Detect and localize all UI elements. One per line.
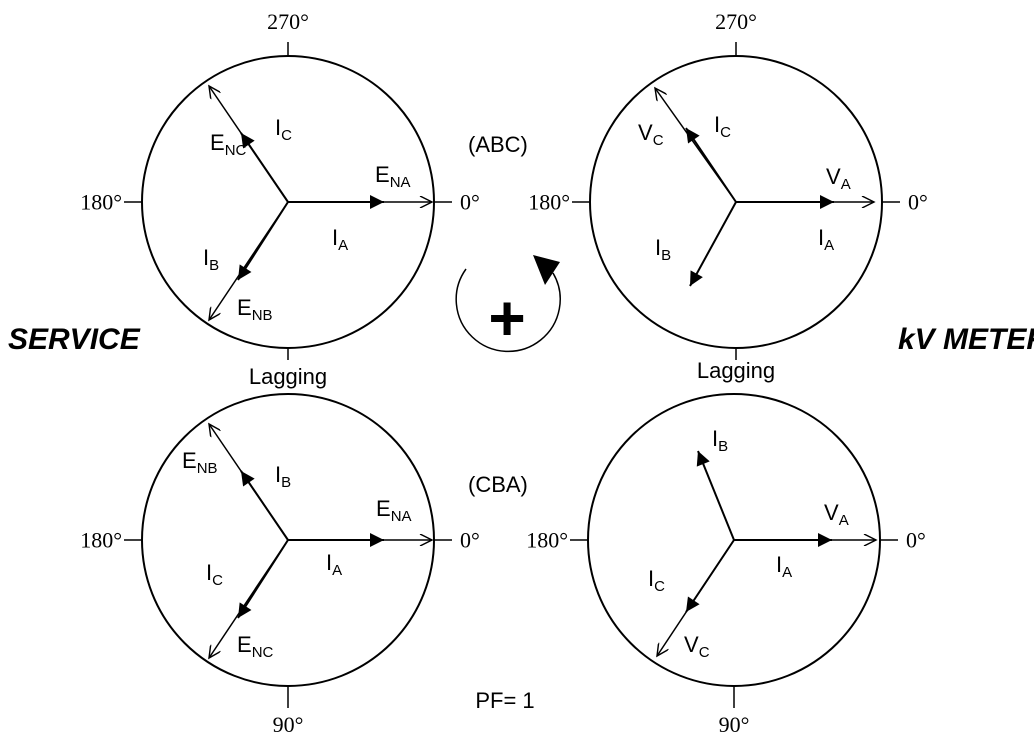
service-cba-phasor-circle bbox=[124, 393, 452, 708]
service-abc-ic-label: IC bbox=[275, 115, 292, 144]
service-abc-phasor-circle bbox=[124, 42, 452, 360]
service-abc-ib-label: IB bbox=[203, 245, 219, 274]
meter-abc-deg-0: 0° bbox=[908, 190, 928, 215]
service-label: SERVICE bbox=[8, 323, 141, 356]
meter-cba-deg-90: 90° bbox=[719, 712, 750, 737]
service-abc-enc-label: ENC bbox=[210, 130, 247, 159]
plus-sign: + bbox=[488, 282, 525, 354]
service-cba-ib-phasor bbox=[240, 470, 289, 541]
abc-sequence-label: (ABC) bbox=[468, 132, 528, 157]
meter-abc-ic-label: IC bbox=[714, 112, 731, 141]
rotation-arrow-icon bbox=[455, 255, 561, 353]
meter-cba-va-label: VA bbox=[824, 500, 849, 529]
meter-abc-vc-label: VC bbox=[638, 120, 664, 149]
service-abc-ia-label: IA bbox=[332, 225, 348, 254]
service-cba-deg-0: 0° bbox=[460, 528, 480, 553]
meter-abc-deg-270: 270° bbox=[715, 9, 757, 34]
meter-abc-ic-phasor bbox=[685, 127, 737, 203]
kv-meter-label: kV METER bbox=[898, 323, 1034, 356]
meter-lagging-label: Lagging bbox=[697, 358, 775, 383]
service-cba-deg-180: 180° bbox=[80, 528, 122, 553]
meter-cba-phasor-circle bbox=[570, 393, 898, 708]
meter-abc-ib-phasor bbox=[689, 201, 737, 287]
meter-abc-ia-label: IA bbox=[818, 225, 834, 254]
meter-abc-phasor-circle bbox=[572, 42, 900, 360]
cba-sequence-label: (CBA) bbox=[468, 472, 528, 497]
meter-abc-deg-180: 180° bbox=[528, 190, 570, 215]
service-abc-ic-phasor bbox=[240, 132, 289, 203]
service-cba-enc-label: ENC bbox=[237, 632, 274, 661]
meter-cba-ic-label: IC bbox=[648, 566, 665, 595]
meter-cba-ic-phasor bbox=[685, 539, 735, 613]
service-abc-ena-label: ENA bbox=[375, 162, 411, 191]
meter-cba-ib-label: IB bbox=[712, 426, 728, 455]
service-abc-enb-label: ENB bbox=[237, 295, 273, 324]
service-abc-deg-0: 0° bbox=[460, 190, 480, 215]
meter-cba-ia-label: IA bbox=[776, 552, 792, 581]
service-lagging-label: Lagging bbox=[249, 364, 327, 389]
service-cba-ic-label: IC bbox=[206, 560, 223, 589]
power-factor-label: PF= 1 bbox=[475, 688, 534, 713]
meter-cba-ib-phasor bbox=[696, 450, 735, 541]
service-cba-deg-90: 90° bbox=[273, 712, 304, 737]
meter-abc-va-label: VA bbox=[826, 164, 851, 193]
meter-cba-deg-0: 0° bbox=[906, 528, 926, 553]
meter-cba-vc-label: VC bbox=[684, 632, 710, 661]
service-cba-ib-label: IB bbox=[275, 462, 291, 491]
service-cba-ic-phasor bbox=[237, 539, 289, 619]
service-abc-ib-phasor bbox=[237, 201, 289, 281]
service-cba-ena-label: ENA bbox=[376, 496, 412, 525]
service-cba-ia-label: IA bbox=[326, 550, 342, 579]
service-abc-deg-270: 270° bbox=[267, 9, 309, 34]
meter-cba-deg-180: 180° bbox=[526, 528, 568, 553]
meter-abc-ib-label: IB bbox=[655, 235, 671, 264]
service-abc-deg-180: 180° bbox=[80, 190, 122, 215]
service-cba-enb-label: ENB bbox=[182, 448, 218, 477]
